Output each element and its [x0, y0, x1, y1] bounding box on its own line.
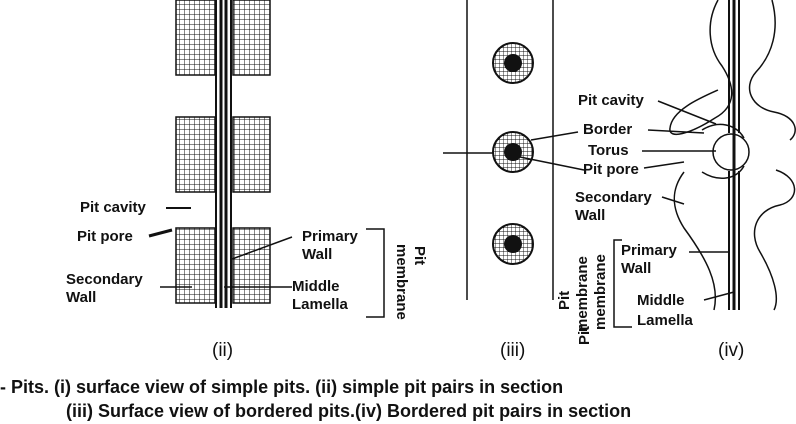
caption-line-1: - Pits. (i) surface view of simple pits.…	[0, 377, 564, 397]
pit-membrane-bracket	[366, 228, 385, 318]
label-pit-pore: Pit pore	[77, 228, 133, 245]
label-primary-iv: Primary	[621, 242, 677, 259]
pit-border-arc	[701, 165, 745, 179]
leader-border	[647, 129, 705, 134]
label-middle: Middle	[292, 278, 340, 295]
panel-iv-drawing	[613, 0, 796, 328]
panel-iii-drawing	[443, 0, 554, 300]
label-wall-iv: Wall	[575, 207, 606, 224]
label-membrane-vertical: membrane	[393, 244, 410, 320]
label-primary-wall: Wall	[302, 246, 333, 263]
leader-border-iii	[530, 131, 579, 141]
bordered-pit	[492, 131, 534, 173]
secondary-wall-block	[175, 227, 216, 304]
label-lamella: Lamella	[292, 296, 348, 313]
leader-pit-pore-iii	[519, 156, 585, 171]
secondary-wall-block	[232, 0, 271, 76]
secondary-wall-block	[232, 116, 271, 193]
leader-pit-pore	[643, 161, 685, 169]
secondary-wall-right-outline	[748, 0, 796, 311]
pit-border-arc	[701, 123, 745, 139]
label-pit-cavity-iv: Pit cavity	[578, 92, 644, 109]
label-torus: Torus	[588, 142, 629, 159]
label-pit-cavity: Pit cavity	[80, 199, 146, 216]
panel-number-ii: (ii)	[212, 340, 234, 361]
label-membrane-vertical-iii: membrane	[574, 256, 591, 332]
leader-primary-wall	[231, 236, 293, 260]
label-primary: Primary	[302, 228, 358, 245]
label-pit-vertical: Pit	[411, 246, 428, 266]
caption-line-2: (iii) Surface view of bordered pits.(iv)…	[66, 401, 632, 421]
torus	[712, 133, 750, 171]
secondary-wall-block	[175, 116, 216, 193]
label-lamella-iv: Lamella	[637, 312, 693, 329]
label-membrane-vertical-iv: membrane	[592, 254, 609, 330]
label-wall: Wall	[66, 289, 97, 306]
panel-number-iii: (iii)	[500, 340, 526, 361]
pit-membrane-bracket	[613, 239, 632, 328]
bordered-pit	[492, 223, 534, 265]
panel-ii-drawing	[148, 0, 385, 318]
label-pit-vertical-iii: Pit	[556, 290, 573, 310]
secondary-wall-block	[175, 0, 216, 76]
leader-pit-cavity	[657, 100, 717, 125]
label-pit-vertical-iv: Pit	[576, 325, 593, 345]
label-middle-iv: Middle	[637, 292, 685, 309]
leader-pit-pore	[148, 228, 173, 238]
panel-number-iv: (iv)	[718, 340, 745, 361]
secondary-wall-left-outline	[669, 0, 733, 311]
label-border: Border	[583, 121, 633, 138]
secondary-wall-block	[232, 227, 271, 304]
label-secondary-iv: Secondary	[575, 189, 652, 206]
leader-middle-lamella	[703, 291, 735, 301]
label-primary-wall-iv: Wall	[621, 260, 652, 277]
label-secondary: Secondary	[66, 271, 143, 288]
label-pit-pore-iv: Pit pore	[583, 161, 639, 178]
bordered-pit	[492, 42, 534, 84]
leader-secondary-wall	[661, 196, 685, 205]
